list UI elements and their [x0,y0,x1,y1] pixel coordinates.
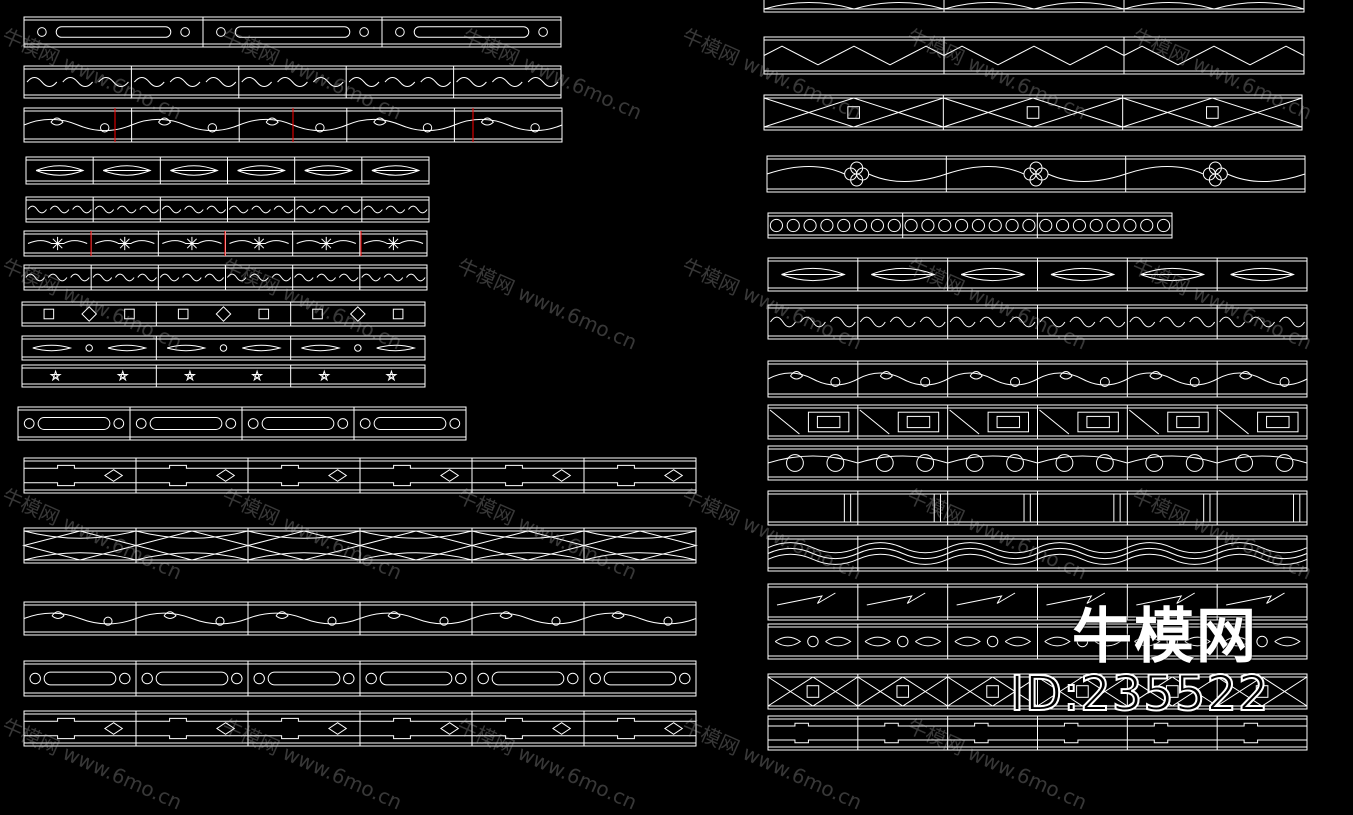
ornament-band-cloud [23,264,428,291]
ornament-band-vine-leaf [767,360,1308,398]
ornament-band-square-slash [767,404,1308,440]
ornament-band-scroll-heart [23,65,562,99]
ornament-band-eye-dot [21,335,426,361]
ornament-band-waves [767,535,1308,572]
ornament-band-cloud [767,304,1308,340]
ornament-band-circle-chain [767,212,1173,239]
ornament-band-meander-step [767,715,1308,751]
ornament-band-meander-diamond [23,710,697,747]
ornament-band-meander-diamond [23,457,697,494]
ornament-band-vine-leaf [23,601,697,636]
cad-drawing-canvas [17,0,1308,751]
ornament-band-oval-link [23,16,562,48]
ornament-band-circle-wave [767,445,1308,481]
ornament-band-star [21,364,426,388]
ornament-band-quatrefoil [766,155,1306,193]
ornament-band-oval-link [23,660,697,697]
ornament-band-square-diamond [21,301,426,327]
ornament-band-diamond-eye [767,673,1308,710]
ornament-band-arch [763,0,1305,13]
ornament-band-leaf [767,257,1308,292]
ornament-band-bolt [767,583,1308,621]
ornament-band-plain-bars [767,490,1308,526]
ornament-band-zigzag [763,36,1305,75]
ornament-band-lattice-x [22,527,698,564]
ornament-band-eye-dot [767,623,1308,660]
ornament-band-flower-star [23,230,428,257]
ornament-band-oval-link [17,406,467,441]
ornament-band-diamond-eye [763,94,1303,131]
ornament-band-leaf [25,156,430,185]
ornament-band-vine [23,107,563,143]
brand-logo-text: 牛模网 [1072,602,1258,672]
ornament-band-cloud [25,196,430,223]
model-id-label: ID:235522 [1009,665,1270,723]
